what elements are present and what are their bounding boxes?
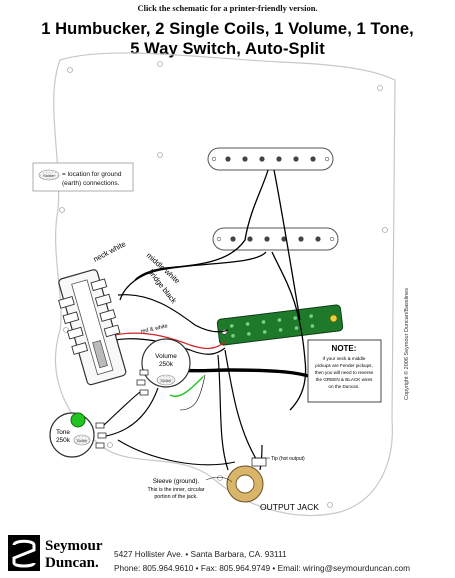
note-title: NOTE:: [332, 344, 357, 353]
ground-legend: Solder = location for ground (earth) con…: [32, 162, 134, 192]
brand-name-line-1: Seymour: [45, 538, 103, 554]
ground-legend-line-2: (earth) connections.: [62, 180, 120, 187]
note-box: NOTE: If your neck & middle pickups are …: [307, 339, 382, 403]
sleeve-line-2: This is the inner, circular: [147, 487, 204, 493]
neck-single-coil-pickup: [207, 147, 334, 171]
output-jack[interactable]: [226, 457, 267, 503]
company-contact: Phone: 805.964.9610 • Fax: 805.964.9749 …: [114, 563, 411, 573]
volume-pot[interactable]: Volume 250k Solder: [136, 338, 191, 396]
seymour-duncan-logo: [8, 535, 40, 571]
sleeve-line-3: portion of the jack.: [154, 494, 197, 500]
output-jack-wires: [217, 349, 263, 471]
sleeve-line-1: Sleeve (ground).: [153, 478, 200, 485]
tone-value: 250k: [56, 437, 71, 444]
volume-label: Volume: [155, 353, 177, 360]
pickup-lead-wires: [119, 169, 307, 411]
diagram-title-line-1: 1 Humbucker, 2 Single Coils, 1 Volume, 1…: [41, 20, 414, 38]
tone-wires: [103, 387, 236, 466]
note-line-5: on the Duncan.: [328, 384, 359, 389]
note-line-1: If your neck & middle: [323, 356, 366, 361]
note-line-2: pickups are Fender pickups,: [315, 363, 372, 368]
svg-text:Solder: Solder: [161, 379, 173, 383]
label-red-white: red & white: [140, 323, 168, 335]
copyright-notice: Copyright © 2006 Seymour Duncan/Bassline…: [404, 288, 410, 400]
tip-label: Tip (hot output): [271, 456, 305, 462]
middle-single-coil-pickup: [212, 227, 339, 251]
company-address: 5427 Hollister Ave. • Santa Barbara, CA.…: [114, 549, 287, 559]
five-way-switch[interactable]: [53, 267, 131, 387]
diagram-title-line-2: 5 Way Switch, Auto-Split: [130, 40, 325, 58]
label-neck-white: neck white: [92, 239, 128, 264]
output-jack-label: OUTPUT JACK: [260, 502, 319, 512]
ground-legend-line-1: = location for ground: [62, 171, 122, 178]
note-line-3: then you will need to reverse: [315, 370, 374, 375]
svg-text:Solder: Solder: [77, 439, 88, 443]
pickguard-outline: [53, 52, 396, 517]
volume-value: 250k: [159, 361, 174, 368]
brand-name-line-2: Duncan.: [45, 555, 99, 571]
pickguard-screws: [59, 61, 388, 508]
tone-pot[interactable]: Tone 250k Solder: [49, 412, 107, 458]
printer-friendly-link[interactable]: Click the schematic for a printer-friend…: [137, 3, 318, 13]
bridge-humbucker-pickup: [216, 304, 344, 346]
tone-label: Tone: [56, 429, 70, 436]
ground-legend-badge: Solder: [43, 173, 55, 178]
switch-to-volume-wires: [114, 294, 229, 412]
note-line-4: the GREEN & BLACK wires: [316, 377, 373, 382]
